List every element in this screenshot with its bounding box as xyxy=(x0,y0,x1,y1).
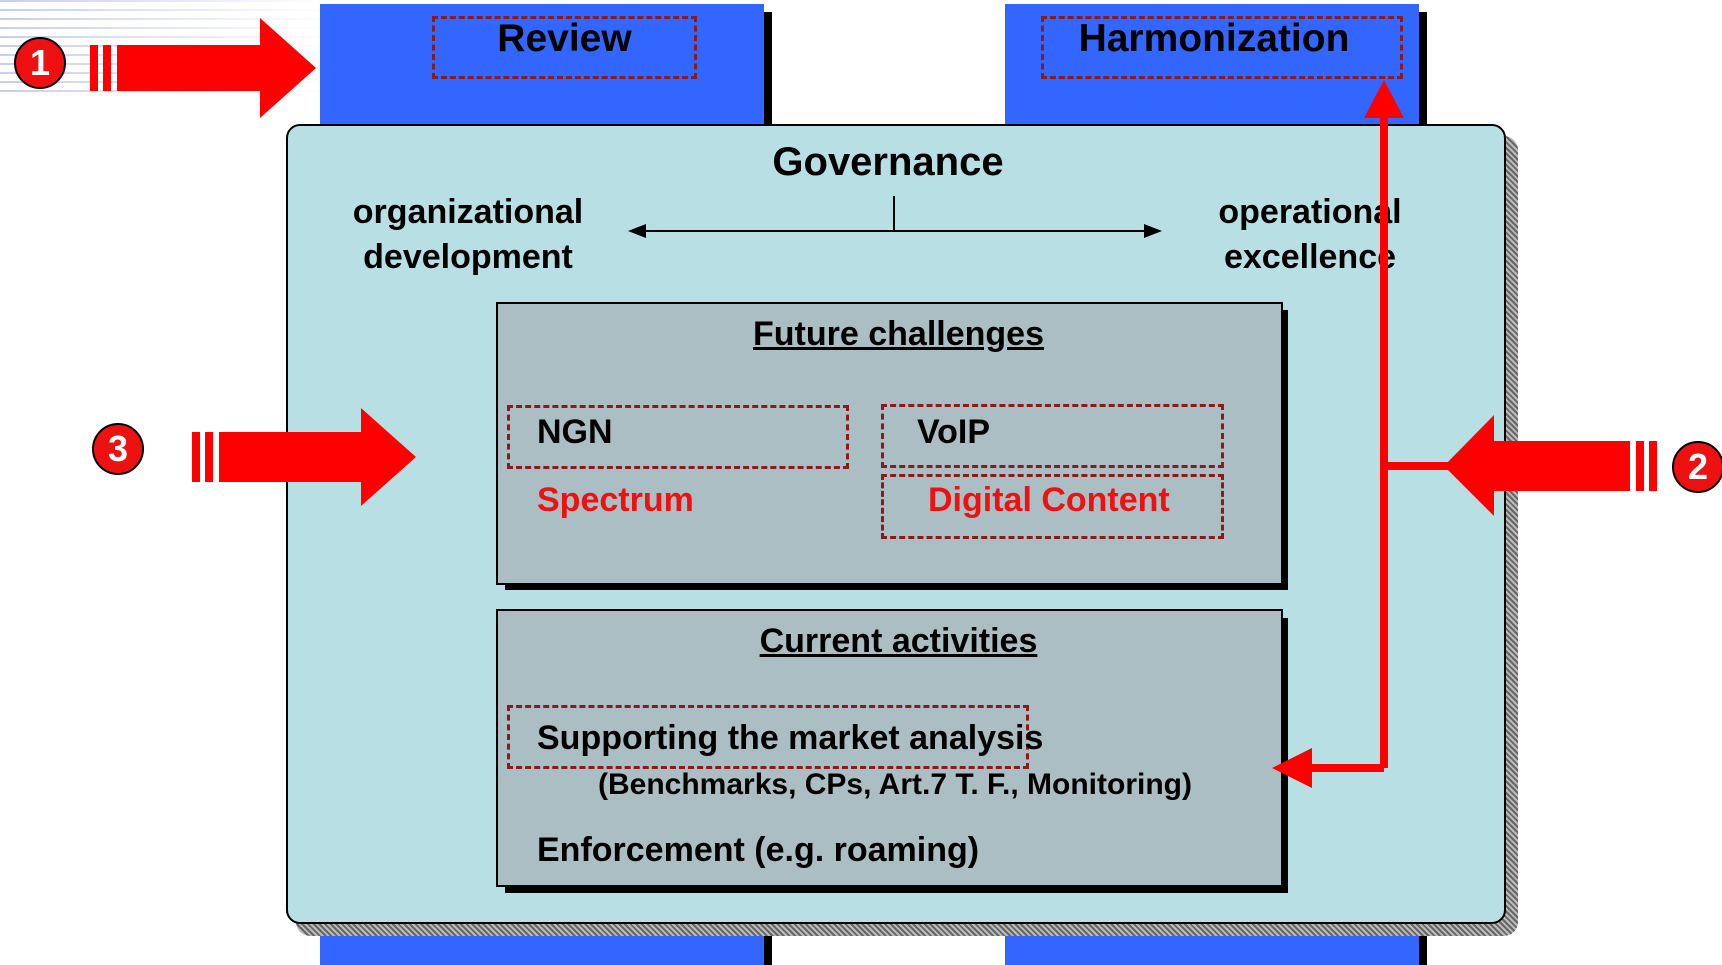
enforcement-label: Enforcement (e.g. roaming) xyxy=(537,831,980,869)
harmonization-label: Harmonization xyxy=(1078,17,1350,60)
op-exc-line1: operational xyxy=(1218,193,1402,231)
org-dev-line2: development xyxy=(363,238,573,276)
review-label-dashed-box xyxy=(432,16,697,79)
spectrum-label: Spectrum xyxy=(537,481,694,519)
harmonization-label-dashed-box xyxy=(1041,16,1403,79)
current-activities-title: Current activities xyxy=(759,622,1038,660)
badge-2: 2 xyxy=(1672,441,1722,493)
connector-arrowhead-left xyxy=(1272,748,1312,788)
op-exc-line2: excellence xyxy=(1223,238,1397,276)
market-analysis-label: Supporting the market analysis xyxy=(537,719,1044,757)
digital-content-dashed-box xyxy=(881,474,1224,539)
org-dev-line1: organizational xyxy=(352,193,584,231)
arrow-2 xyxy=(1444,415,1657,516)
ngn-label: NGN xyxy=(537,413,613,451)
connector-arrowhead-up xyxy=(1364,80,1404,118)
future-challenges-title: Future challenges xyxy=(753,315,1044,353)
organizational-development-label: organizational development xyxy=(340,190,596,280)
badge-3: 3 xyxy=(92,423,144,475)
ngn-dashed-box xyxy=(507,405,849,469)
voip-label: VoIP xyxy=(917,413,991,451)
review-label: Review xyxy=(497,17,632,60)
market-analysis-dashed-box xyxy=(507,705,1029,769)
arrow-3 xyxy=(192,408,416,506)
badge-1: 1 xyxy=(14,37,66,89)
arrow-1 xyxy=(90,18,316,118)
governance-title: Governance xyxy=(772,140,1004,184)
market-analysis-detail: (Benchmarks, CPs, Art.7 T. F., Monitorin… xyxy=(598,768,1192,801)
governance-arrowhead-left xyxy=(628,224,646,238)
operational-excellence-label: operational excellence xyxy=(1200,190,1420,280)
voip-dashed-box xyxy=(881,404,1224,468)
harmonization-connector xyxy=(1305,105,1450,772)
governance-arrowhead-right xyxy=(1144,224,1162,238)
current-activities-box xyxy=(496,609,1283,887)
digital-content-label: Digital Content xyxy=(928,481,1170,519)
